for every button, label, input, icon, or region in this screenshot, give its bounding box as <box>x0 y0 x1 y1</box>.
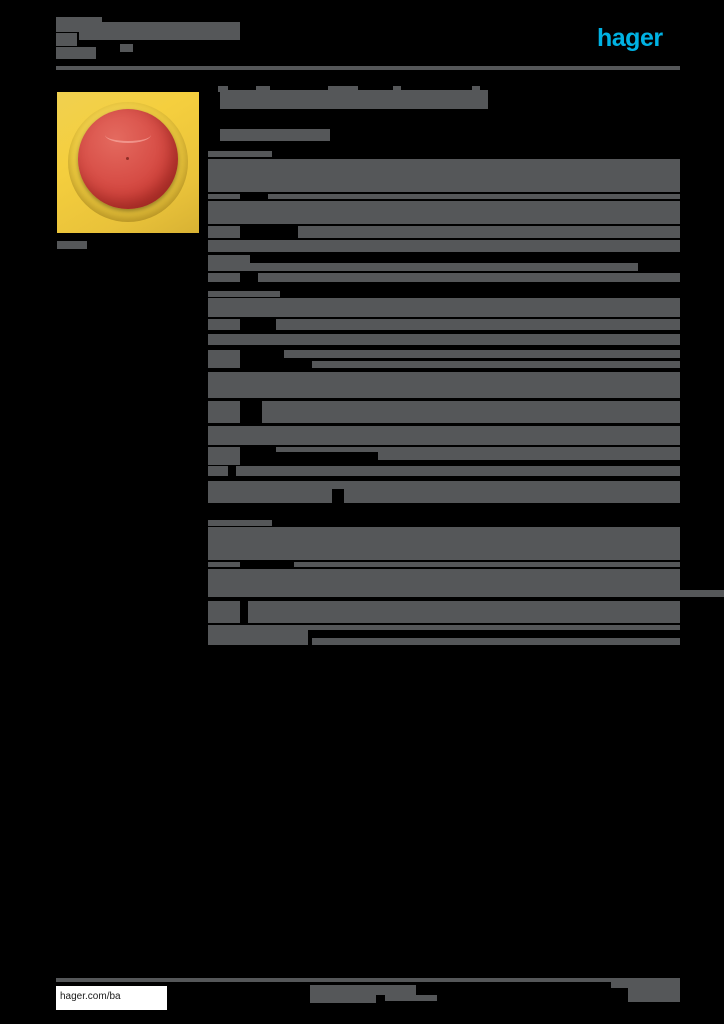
table-row <box>208 350 240 368</box>
table-section-header-3 <box>208 520 272 526</box>
table-row <box>298 226 680 238</box>
footer-url-text: hager.com/ba <box>60 991 121 1002</box>
table-row <box>208 273 240 282</box>
table-row <box>208 569 680 590</box>
main-heading-ascender-4 <box>393 86 401 92</box>
table-row <box>276 319 680 330</box>
footer-page-number-redaction-1 <box>611 980 680 988</box>
main-heading-ascender-2 <box>256 86 270 92</box>
main-heading-redaction <box>220 90 488 109</box>
table-row <box>208 601 240 623</box>
hager-logo: hager <box>597 24 663 52</box>
product-photo <box>57 92 199 233</box>
table-row <box>208 298 680 317</box>
main-subheading-redaction <box>220 129 330 141</box>
table-row <box>208 466 228 476</box>
table-row <box>312 361 680 368</box>
table-section-header-2 <box>208 291 280 297</box>
table-row <box>344 489 680 503</box>
table-row-full-width <box>208 590 724 597</box>
table-row <box>258 273 680 282</box>
table-row <box>284 350 680 358</box>
button-center-dot <box>126 157 129 160</box>
table-row <box>294 562 680 567</box>
table-row <box>208 401 240 423</box>
footer-url-box[interactable]: hager.com/ba <box>56 986 167 1010</box>
footer-divider <box>56 978 680 982</box>
table-row <box>236 466 680 476</box>
footer-center-redaction-1 <box>310 985 416 995</box>
emergency-stop-button <box>78 109 178 209</box>
header-title-redaction-3 <box>56 33 77 46</box>
table-row <box>248 601 680 623</box>
table-row <box>378 452 680 460</box>
table-row <box>262 401 680 423</box>
rotate-arrow-icon <box>105 127 151 143</box>
table-row <box>208 319 240 330</box>
table-row <box>208 263 638 271</box>
table-row <box>312 638 680 645</box>
table-row <box>208 194 240 199</box>
product-image-caption-redaction <box>57 241 87 249</box>
table-row <box>208 334 680 345</box>
table-section-header-1 <box>208 151 272 157</box>
table-row <box>208 372 680 398</box>
header-subtitle-redaction <box>56 47 96 59</box>
table-row <box>208 625 680 630</box>
table-row <box>208 201 680 224</box>
table-row <box>208 481 680 489</box>
table-row <box>268 194 680 199</box>
main-heading-ascender-1 <box>218 86 228 92</box>
table-row <box>208 527 680 560</box>
table-row <box>276 447 680 452</box>
footer-center-redaction-3 <box>385 995 437 1001</box>
table-row <box>208 226 240 238</box>
footer-page-number-redaction-2 <box>628 988 680 1002</box>
table-row <box>208 447 240 465</box>
main-heading-ascender-3 <box>328 86 358 92</box>
table-row <box>208 159 680 192</box>
table-row <box>208 426 680 445</box>
header-minor-redaction <box>120 44 133 52</box>
header-title-redaction-2 <box>79 22 240 40</box>
table-row <box>208 630 308 645</box>
table-row <box>208 240 680 252</box>
table-row <box>208 562 240 567</box>
table-row <box>208 489 332 503</box>
footer-center-redaction-2 <box>310 995 376 1003</box>
header-divider <box>56 66 680 70</box>
main-heading-ascender-5 <box>472 86 480 92</box>
